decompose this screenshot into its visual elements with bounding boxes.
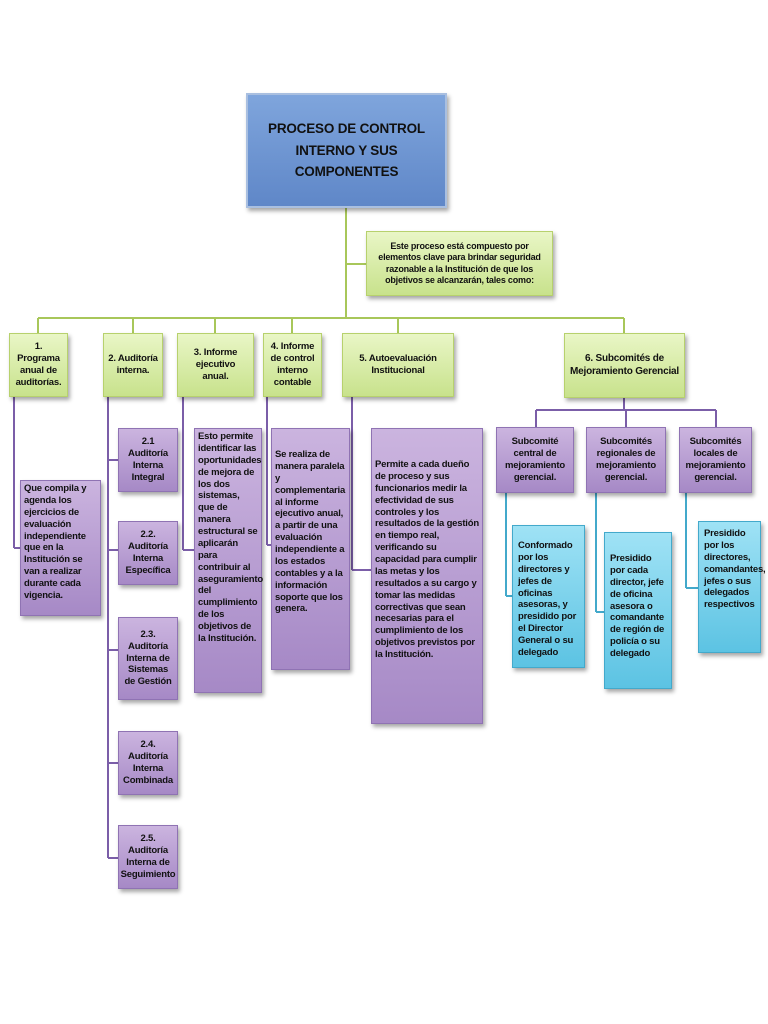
intro-box: Este proceso está compuesto por elemento…	[366, 231, 553, 296]
subcommittee-local-label: Subcomités locales de mejoramiento geren…	[679, 427, 752, 493]
subcommittee-central-label: Subcomité central de mejoramiento gerenc…	[496, 427, 574, 493]
subcommittee-regional-label: Subcomités regionales de mejoramiento ge…	[586, 427, 666, 493]
subcommittee-central-description: Conformado por los directores y jefes de…	[512, 525, 585, 668]
subcommittee-regional-description: Presidido por cada director, jefe de ofi…	[604, 532, 672, 689]
green-connectors	[37, 208, 625, 333]
component-4-description: Se realiza de manera paralela y compleme…	[271, 428, 350, 670]
component-5-label: 5. Autoevaluación Institucional	[342, 333, 454, 397]
component-2-label: 2. Auditoría interna.	[103, 333, 163, 397]
audit-subitem-2: 2.2. Auditoría Interna Específica	[118, 521, 178, 585]
subcommittee-local-description: Presidido por los directores, comandante…	[698, 521, 766, 653]
component-6-label: 6. Subcomités de Mejoramiento Gerencial	[564, 333, 685, 398]
component-4-label: 4. Informe de control interno contable	[263, 333, 322, 397]
component-3-label: 3. Informe ejecutivo anual.	[177, 333, 254, 397]
component-3-description: Esto permite identificar las oportunidad…	[194, 428, 263, 693]
cyan-connectors	[505, 493, 698, 613]
component-1-description: Que compila y agenda los ejercicios de e…	[20, 480, 101, 616]
audit-subitem-4: 2.4. Auditoría Interna Combinada	[118, 731, 178, 795]
audit-subitem-5: 2.5. Auditoría Interna de Seguimiento	[118, 825, 178, 889]
audit-subitem-1: 2.1 Auditoría Interna Integral	[118, 428, 178, 492]
component-5-description: Permite a cada dueño de proceso y sus fu…	[371, 428, 483, 724]
purple-connectors	[13, 397, 717, 859]
audit-subitem-3: 2.3. Auditoría Interna de Sistemas de Ge…	[118, 617, 178, 700]
component-1-label: 1. Programa anual de auditorías.	[9, 333, 68, 397]
diagram-title: PROCESO DE CONTROL INTERNO Y SUS COMPONE…	[246, 93, 447, 208]
